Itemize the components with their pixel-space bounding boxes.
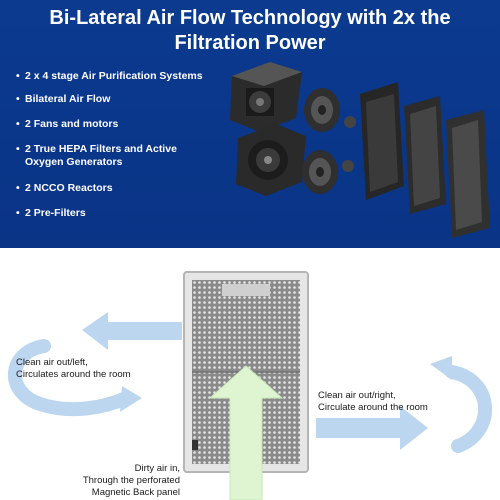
fan-wheel-bottom bbox=[302, 150, 338, 194]
page-title: Bi-Lateral Air Flow Technology with 2x t… bbox=[10, 6, 490, 56]
air-purifier-device bbox=[183, 271, 309, 473]
caption-line: Circulates around the room bbox=[16, 369, 131, 380]
handle-slot bbox=[222, 284, 270, 296]
feature-item: Bilateral Air Flow bbox=[16, 93, 216, 106]
reactor-top bbox=[344, 116, 356, 128]
exploded-components-image bbox=[230, 62, 490, 238]
filter-panel-1 bbox=[360, 82, 404, 200]
caption-line: Clean air out/right, bbox=[318, 390, 396, 401]
caption-line: Magnetic Back panel bbox=[91, 487, 180, 498]
reactor-bottom bbox=[342, 160, 354, 172]
feature-item: 2 x 4 stage Air Purification Systems bbox=[16, 70, 216, 83]
feature-item: 2 True HEPA Filters and Active Oxygen Ge… bbox=[16, 143, 216, 169]
clean-air-left-caption: Clean air out/left, Circulates around th… bbox=[16, 357, 131, 381]
motor-housing-bottom bbox=[236, 124, 306, 196]
fan-wheel-top bbox=[304, 88, 340, 132]
caption-line: Through the perforated bbox=[82, 475, 180, 486]
title-line-1: Bi-Lateral Air Flow Technology with 2x t… bbox=[49, 7, 451, 29]
feature-list: 2 x 4 stage Air Purification Systems Bil… bbox=[16, 70, 216, 220]
filter-panel-3 bbox=[446, 110, 490, 238]
caption-line: Dirty air in, bbox=[134, 463, 180, 474]
title-line-2: Filtration Power bbox=[174, 32, 326, 54]
caption-line: Circulate around the room bbox=[318, 402, 428, 413]
clean-air-right-caption: Clean air out/right, Circulate around th… bbox=[318, 390, 428, 414]
feature-item: 2 Fans and motors bbox=[16, 118, 216, 131]
feature-item: 2 Pre-Filters bbox=[16, 207, 216, 220]
dirty-air-caption: Dirty air in, Through the perforated Mag… bbox=[62, 463, 180, 499]
feature-item: 2 NCCO Reactors bbox=[16, 182, 216, 195]
motor-housing-top bbox=[230, 62, 302, 132]
caption-line: Clean air out/left, bbox=[16, 357, 88, 368]
power-port bbox=[192, 440, 198, 450]
filter-panel-2 bbox=[404, 96, 446, 214]
